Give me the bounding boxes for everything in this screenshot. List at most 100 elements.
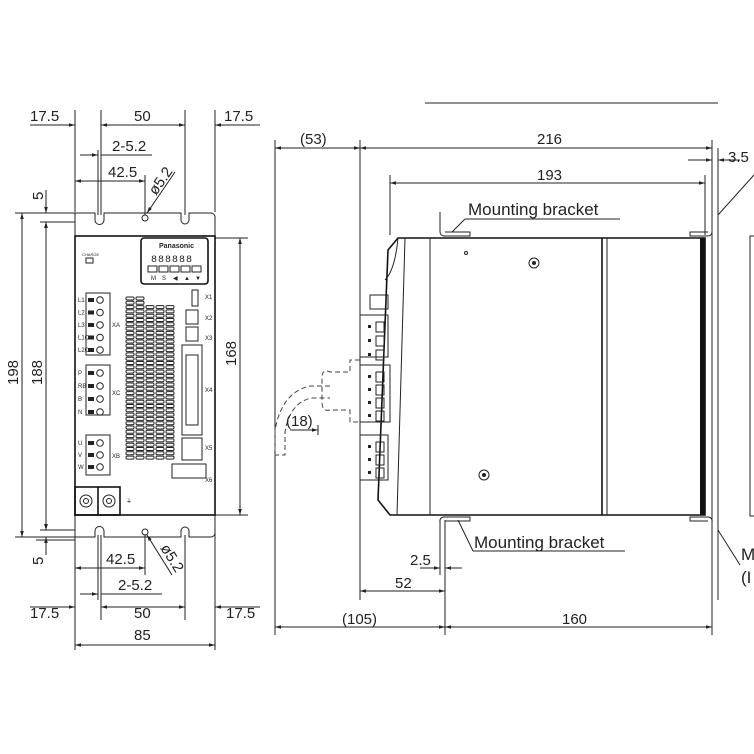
- vent-slot: [145, 425, 155, 430]
- vent-slot: [135, 356, 145, 361]
- heatsink-edge: [700, 238, 705, 515]
- connector-label-x6: X6: [205, 478, 213, 484]
- vent-slot: [145, 434, 155, 439]
- dim-bracket-thickness: 2.5: [410, 552, 431, 569]
- cable-plug-outline: [321, 359, 360, 423]
- vent-slot: [125, 335, 135, 340]
- connector-x1: [191, 289, 199, 307]
- vent-slot: [125, 318, 135, 322]
- panel-key[interactable]: [169, 265, 180, 273]
- vent-slot: [135, 425, 145, 430]
- dim-top-slot: 2-5.2: [112, 138, 146, 155]
- side-connector-x4: [359, 364, 391, 423]
- vent-slot: [125, 451, 135, 456]
- vent-slot: [125, 438, 135, 443]
- vent-slot: [145, 429, 155, 434]
- servo-body: [377, 237, 706, 516]
- vent-slot: [165, 313, 175, 318]
- vent-slot: [155, 412, 165, 417]
- vent-slot: [145, 391, 155, 396]
- seven-segment-display: 888888: [151, 255, 193, 266]
- vent-slot: [145, 330, 155, 335]
- vent-slot: [165, 408, 175, 413]
- vent-slot: [165, 330, 175, 335]
- vent-slot: [135, 365, 145, 370]
- vent-slot: [145, 373, 155, 378]
- dim-cable-offset: (53): [300, 131, 327, 148]
- terminal-screw: [96, 408, 104, 416]
- dim-top-flange: 5: [30, 192, 47, 200]
- panel-key-label: ▼: [195, 276, 201, 282]
- panel-key-label: ◀: [173, 276, 178, 282]
- dim-bottom-right: 17.5: [226, 605, 255, 622]
- ground-icon: ⏚: [126, 498, 132, 505]
- dim-bottom-center: 50: [134, 605, 151, 622]
- panel-key[interactable]: [191, 265, 202, 273]
- dim-body-height: 168: [223, 341, 240, 366]
- vent-slot: [135, 442, 145, 447]
- vent-slot: [135, 313, 145, 318]
- vent-slot: [155, 369, 165, 374]
- vent-slot: [125, 399, 135, 404]
- terminal-screw: [96, 395, 104, 403]
- vent-slot: [125, 429, 135, 434]
- panel-key-label: ▲: [184, 276, 190, 282]
- terminal-screw: [96, 308, 104, 317]
- connector-label-xa: XA: [112, 323, 120, 329]
- vent-slot: [135, 395, 145, 400]
- vent-slot: [125, 408, 135, 413]
- vent-slot: [125, 421, 135, 426]
- vent-slot: [165, 348, 175, 353]
- vent-slot: [155, 455, 165, 460]
- dim-body-depth: 193: [537, 167, 562, 184]
- terminal-label: U: [78, 441, 82, 447]
- dim-front-depth: 52: [395, 575, 412, 592]
- vent-slot: [125, 326, 135, 331]
- vent-slot: [125, 369, 135, 374]
- vent-slot: [165, 451, 175, 456]
- vent-slot: [155, 348, 165, 353]
- vent-slot: [145, 442, 155, 447]
- dim-top-center: 50: [134, 108, 151, 125]
- vent-slot: [125, 300, 135, 305]
- vent-slot: [155, 391, 165, 396]
- bracket-bottom-rear: [689, 516, 713, 540]
- vent-slot: [125, 356, 135, 361]
- panel-key[interactable]: [180, 265, 191, 273]
- panel-key[interactable]: [158, 265, 169, 273]
- vent-slot: [145, 386, 155, 391]
- vent-slot: [135, 318, 145, 322]
- vent-slot: [125, 330, 135, 335]
- vent-slot: [145, 352, 155, 357]
- panel-key[interactable]: [147, 265, 158, 273]
- vent-slot: [145, 447, 155, 451]
- side-connector-x5: [359, 434, 389, 481]
- vent-slot: [165, 369, 175, 374]
- vent-slot: [155, 365, 165, 370]
- vent-slot: [165, 309, 175, 314]
- vent-slot: [165, 425, 175, 430]
- vent-slot: [125, 386, 135, 391]
- vent-slot: [165, 382, 175, 387]
- vent-slot: [125, 416, 135, 421]
- terminal-label: V: [78, 453, 82, 459]
- dim-bottom-flange: 5: [30, 557, 47, 565]
- vent-slot: [165, 421, 175, 426]
- dim-top-right: 17.5: [224, 108, 253, 125]
- vent-slot: [125, 352, 135, 357]
- vent-slot: [135, 447, 145, 451]
- vent-slot: [125, 404, 135, 408]
- label-mounting-bracket-top: Mounting bracket: [468, 200, 599, 219]
- vent-slot: [125, 361, 135, 365]
- vent-slot: [135, 335, 145, 340]
- vent-slot: [155, 399, 165, 404]
- display-unit: [140, 237, 209, 285]
- label-clipped-right-1: M: [741, 545, 754, 564]
- dim-cable-bend: (18): [286, 413, 313, 430]
- vent-slot: [155, 442, 165, 447]
- vent-slot: [145, 421, 155, 426]
- connector-label-x4: X4: [205, 388, 213, 394]
- vent-slot: [125, 339, 135, 344]
- front-panel: [74, 235, 216, 516]
- terminal-screw: [96, 439, 104, 447]
